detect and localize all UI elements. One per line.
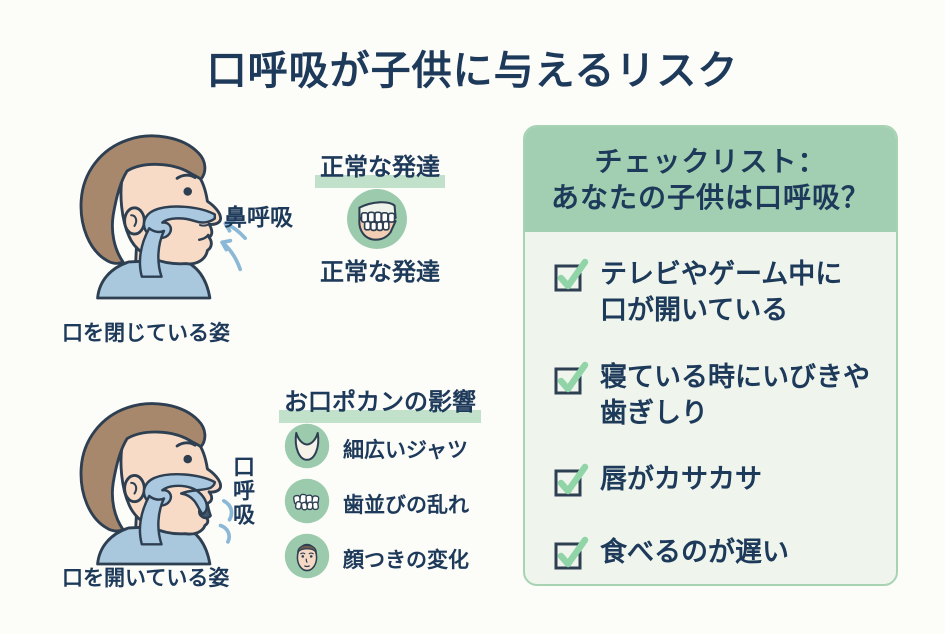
jaw-profile-icon: [346, 188, 408, 255]
checkbox-checked-icon: [552, 257, 589, 299]
checkbox-checked-icon: [552, 462, 589, 504]
child-open-mouth-drawing: [79, 402, 234, 566]
normal-development-caption: 正常な発達: [320, 259, 440, 286]
nose-breathing-illustration: [50, 130, 255, 300]
effect-item-face-change: 顔つきの変化: [284, 533, 469, 584]
checklist-title-line2: あなたの子供は口呼吸？: [550, 182, 870, 214]
mouth-breathing-illustration: [50, 396, 255, 566]
nose-breathing-label: 鼻呼吸: [224, 204, 293, 230]
closed-mouth-caption: 口を閉じている姿: [62, 322, 230, 345]
mouth-breath-marks-icon: [218, 499, 234, 544]
checklist-header: チェックリスト： あなたの子供は口呼吸？: [525, 127, 896, 232]
nose-breath-arrows-icon: [220, 219, 247, 272]
effect-item-narrow-jaw: 細広いジャツ: [284, 423, 468, 474]
checklist-item: 唇がカサカサ: [552, 462, 876, 504]
narrow-jaw-icon: [284, 423, 330, 474]
face-change-icon: [284, 533, 330, 584]
checklist-title-line1: チェックリスト：: [594, 146, 827, 177]
mouth-breathing-label: 口呼吸: [230, 455, 255, 527]
normal-development-heading: 正常な発達: [290, 145, 470, 188]
effect-item-crooked-teeth: 歯並びの乱れ: [284, 478, 469, 529]
crooked-teeth-icon: [284, 478, 330, 529]
checklist-body: テレビやゲーム中に 口が開いている 寝ている時にいびきや 歯ぎしり: [525, 232, 896, 578]
open-mouth-caption: 口を開いている姿: [62, 567, 230, 590]
checklist-item: テレビやゲーム中に 口が開いている: [552, 257, 876, 329]
checkbox-checked-icon: [552, 360, 589, 402]
checklist-item: 寝ている時にいびきや 歯ぎしり: [552, 360, 876, 432]
checkbox-checked-icon: [552, 535, 589, 577]
mouth-open-effects-heading: お口ポカンの影響: [265, 380, 495, 423]
checklist-item: 食べるのが遅い: [552, 535, 876, 577]
page-title: 口呼吸が子供に与えるリスク: [206, 49, 739, 93]
child-closed-mouth-drawing: [79, 134, 247, 300]
checklist-panel: チェックリスト： あなたの子供は口呼吸？ テレビやゲーム中に 口が開いている: [523, 125, 898, 586]
